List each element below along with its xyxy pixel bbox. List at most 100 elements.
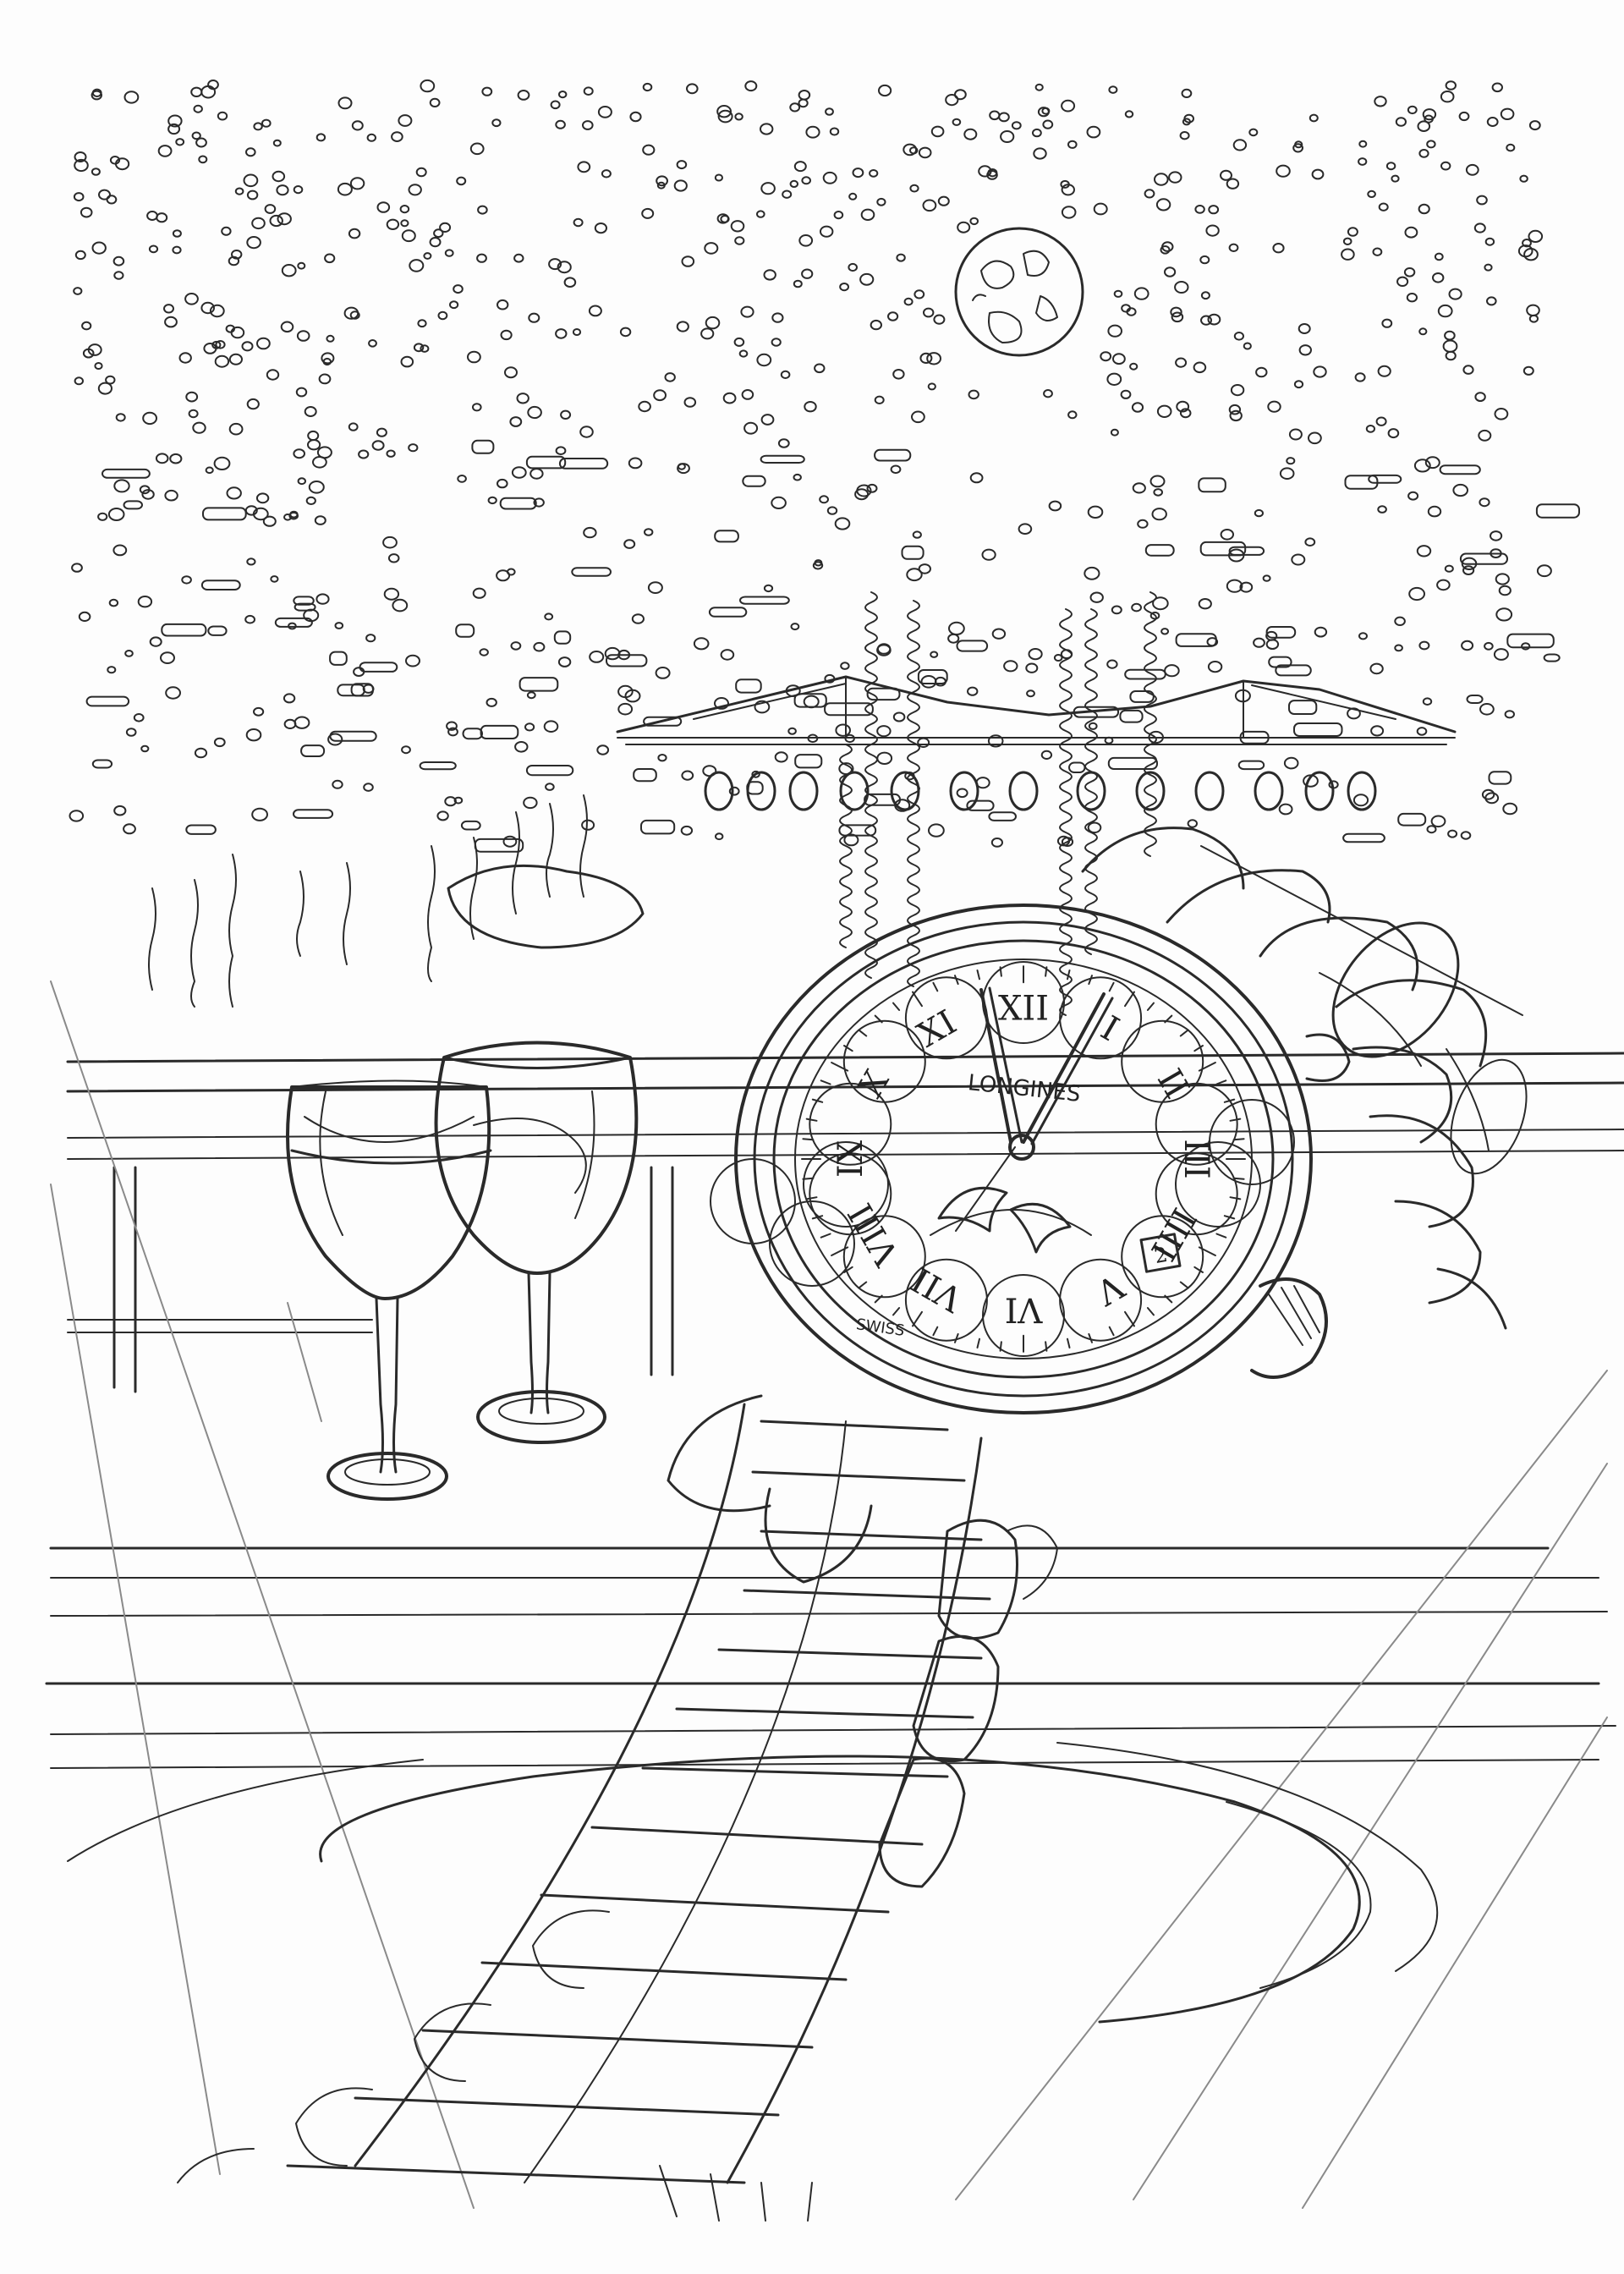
city-light xyxy=(892,711,906,722)
star-dot xyxy=(1171,311,1184,323)
minute-tick xyxy=(811,1215,824,1220)
star-dot xyxy=(887,311,899,321)
star-dot xyxy=(848,262,859,272)
star-dot xyxy=(348,422,359,431)
star-dot xyxy=(572,328,582,336)
star-dot xyxy=(676,160,688,170)
city-light xyxy=(1088,722,1098,730)
star-dot xyxy=(601,169,612,179)
dial-numeral: VI xyxy=(1005,1289,1044,1328)
star-dot xyxy=(550,100,561,110)
star-dot xyxy=(1229,409,1243,422)
star-dot xyxy=(1418,149,1429,158)
star-dot xyxy=(1182,118,1192,126)
star-dot xyxy=(449,300,459,310)
dial-circle xyxy=(1059,1258,1143,1342)
city-light xyxy=(69,810,85,822)
city-light xyxy=(866,687,901,701)
star-dot xyxy=(954,89,967,101)
star-dot xyxy=(1372,247,1383,256)
city-light xyxy=(293,809,334,819)
star-dot xyxy=(1100,351,1112,362)
city-light xyxy=(787,727,797,735)
star-dot xyxy=(705,316,721,330)
city-light xyxy=(1461,640,1474,651)
city-light xyxy=(793,693,827,708)
minute-tick xyxy=(1146,1002,1155,1011)
dial-circle xyxy=(842,1019,926,1103)
star-dot xyxy=(74,158,89,173)
star-dot xyxy=(642,82,653,92)
wine-glass-right xyxy=(434,1041,639,1444)
watch-origin-text: SWISS xyxy=(855,1316,906,1340)
city-light xyxy=(544,612,554,621)
city-light xyxy=(487,496,497,505)
city-light xyxy=(334,622,344,629)
star-dot xyxy=(1517,244,1533,258)
star-dot xyxy=(1248,128,1259,137)
city-light xyxy=(371,440,385,451)
city-light xyxy=(1304,537,1316,547)
minute-tick xyxy=(1229,1196,1242,1200)
city-light xyxy=(462,728,483,740)
star-dot xyxy=(477,205,488,215)
minute-tick xyxy=(843,1266,853,1273)
city-light xyxy=(1495,573,1510,585)
star-dot xyxy=(1395,117,1407,127)
city-light xyxy=(283,718,297,730)
star-dot xyxy=(1160,245,1171,255)
star-dot xyxy=(1298,344,1313,356)
city-light xyxy=(1087,505,1104,519)
star-dot xyxy=(276,184,289,196)
star-dot xyxy=(577,161,591,173)
city-light xyxy=(293,596,315,606)
star-dot xyxy=(91,168,101,176)
city-light xyxy=(1506,633,1555,649)
city-light xyxy=(834,517,851,530)
star-dot xyxy=(780,370,791,379)
reflection-line xyxy=(864,591,878,979)
star-dot xyxy=(1417,120,1431,132)
city-light xyxy=(401,745,411,755)
city-light xyxy=(245,728,262,742)
city-light xyxy=(460,820,481,831)
city-light xyxy=(1488,771,1512,785)
city-light xyxy=(207,625,228,636)
star-dot xyxy=(1276,164,1291,178)
star-dot xyxy=(472,403,482,412)
star-dot xyxy=(869,169,879,178)
city-light xyxy=(742,475,766,487)
city-light xyxy=(1447,829,1458,838)
star-dot xyxy=(113,271,124,280)
star-dot xyxy=(1110,428,1119,437)
city-light xyxy=(1278,803,1293,816)
watch-bracelet-lower xyxy=(177,1394,1058,2222)
star-dot xyxy=(798,234,814,247)
star-dot xyxy=(297,261,306,270)
star-dot xyxy=(771,312,784,323)
star-dot xyxy=(1404,226,1418,239)
star-dot xyxy=(193,104,203,113)
star-dot xyxy=(740,305,754,318)
star-dot xyxy=(1528,314,1539,323)
star-dot xyxy=(926,352,941,365)
city-light xyxy=(890,464,902,475)
city-light xyxy=(1288,700,1318,715)
city-light xyxy=(387,553,400,563)
star-dot xyxy=(167,123,181,135)
city-light xyxy=(1493,648,1509,661)
city-light xyxy=(213,456,231,471)
star-dot xyxy=(1407,105,1418,115)
star-dot xyxy=(1164,266,1177,277)
star-dot xyxy=(805,125,820,139)
city-light xyxy=(934,676,946,687)
star-dot xyxy=(433,228,444,239)
star-dot xyxy=(476,253,487,263)
city-light xyxy=(525,765,574,777)
dial-numeral: I xyxy=(1095,1008,1126,1049)
star-dot xyxy=(1107,324,1122,338)
star-dot xyxy=(184,293,199,305)
city-light xyxy=(1504,710,1516,719)
star-dot xyxy=(1406,293,1418,303)
city-light xyxy=(332,779,343,789)
